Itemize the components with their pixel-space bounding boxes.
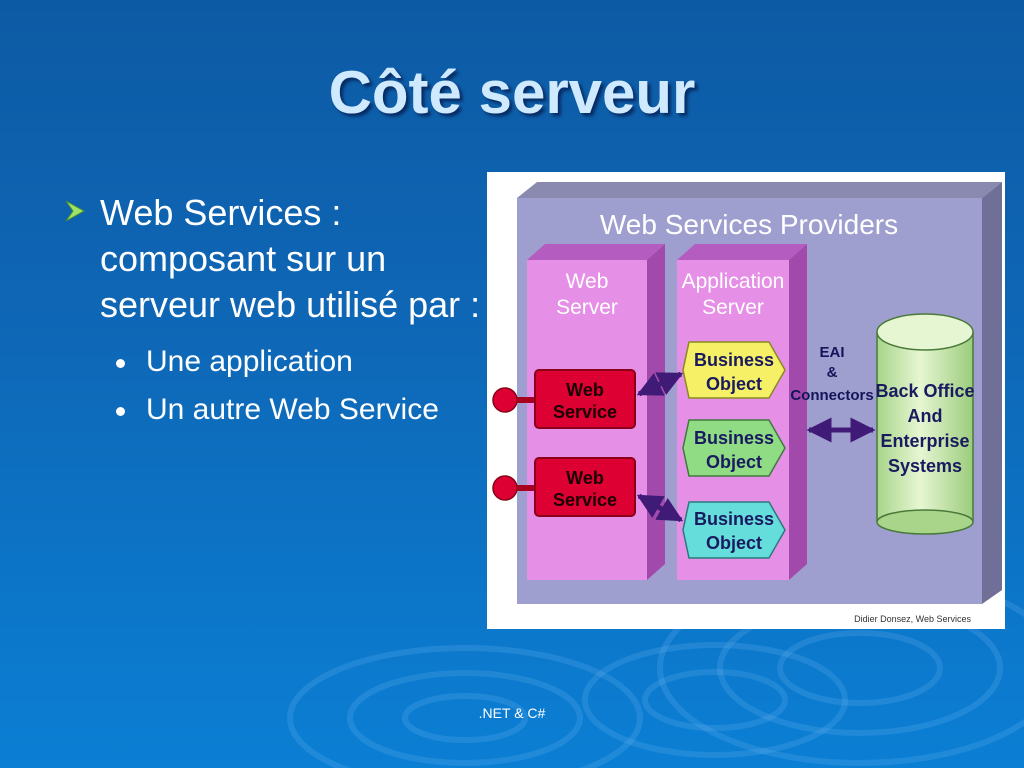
app-server-label: Application <box>682 270 785 293</box>
providers-box-top <box>517 182 1002 198</box>
providers-box-side <box>982 182 1002 604</box>
business-object-label: Object <box>706 452 762 472</box>
eai-label: EAI <box>819 344 844 361</box>
sub-bullet-text: Une application <box>146 345 353 378</box>
connection-arrow <box>636 371 684 397</box>
arrowhead-bullet-icon <box>65 200 86 222</box>
web-service-label: Service <box>553 490 617 510</box>
web-server-side <box>647 244 665 580</box>
business-object-label: Business <box>694 509 774 529</box>
diagram-credit: Didier Donsez, Web Services <box>854 614 971 624</box>
eai-label: Connectors <box>790 387 873 404</box>
providers-heading: Web Services Providers <box>600 209 898 240</box>
web-server-label: Web <box>566 270 609 293</box>
business-object-label: Object <box>706 374 762 394</box>
back-office-label: And <box>908 406 943 426</box>
sub-bullet-text: Un autre Web Service <box>146 393 439 426</box>
sub-bullet-item: Une application <box>62 338 482 386</box>
slide-content: Web Services : composant sur un serveur … <box>62 190 482 434</box>
business-object-yellow <box>682 341 786 399</box>
back-office-label: Systems <box>888 456 962 476</box>
web-service-label: Web <box>566 468 604 488</box>
round-dot-icon <box>116 407 125 416</box>
slide-title: Côté serveur <box>328 59 696 126</box>
back-office-cylinder-body <box>877 332 973 522</box>
business-object-label: Business <box>694 350 774 370</box>
main-bullet-text: Web Services : composant sur un serveur … <box>100 192 481 325</box>
connection-arrow <box>636 493 684 523</box>
slide-footer: .NET & C# <box>478 705 546 721</box>
web-service-endpoint-icon <box>492 387 518 413</box>
web-service-box <box>534 369 636 429</box>
web-service-endpoint-icon <box>492 475 518 501</box>
round-dot-icon <box>116 359 125 368</box>
business-object-green <box>682 419 786 477</box>
back-office-cylinder-top <box>876 313 974 351</box>
back-office-label: Back Office <box>875 381 974 401</box>
business-object-label: Object <box>706 533 762 553</box>
web-service-label: Web <box>566 380 604 400</box>
business-object-label: Business <box>694 428 774 448</box>
diagram-image: Web Services Providers Web Server Applic… <box>487 172 1005 629</box>
app-server-top <box>677 244 807 260</box>
web-service-label: Service <box>553 402 617 422</box>
back-office-cylinder-bottom <box>876 509 974 535</box>
eai-label: & <box>827 364 838 381</box>
business-object-cyan <box>682 501 786 559</box>
web-server-label: Server <box>556 296 618 319</box>
main-bullet: Web Services : composant sur un serveur … <box>62 190 482 328</box>
web-service-box <box>534 457 636 517</box>
app-server-label: Server <box>702 296 764 319</box>
back-office-label: Enterprise <box>880 431 969 451</box>
web-server-top <box>527 244 665 260</box>
sub-bullet-item: Un autre Web Service <box>62 386 482 434</box>
app-server-side <box>789 244 807 580</box>
sub-bullet-list: Une application Un autre Web Service <box>62 338 482 434</box>
